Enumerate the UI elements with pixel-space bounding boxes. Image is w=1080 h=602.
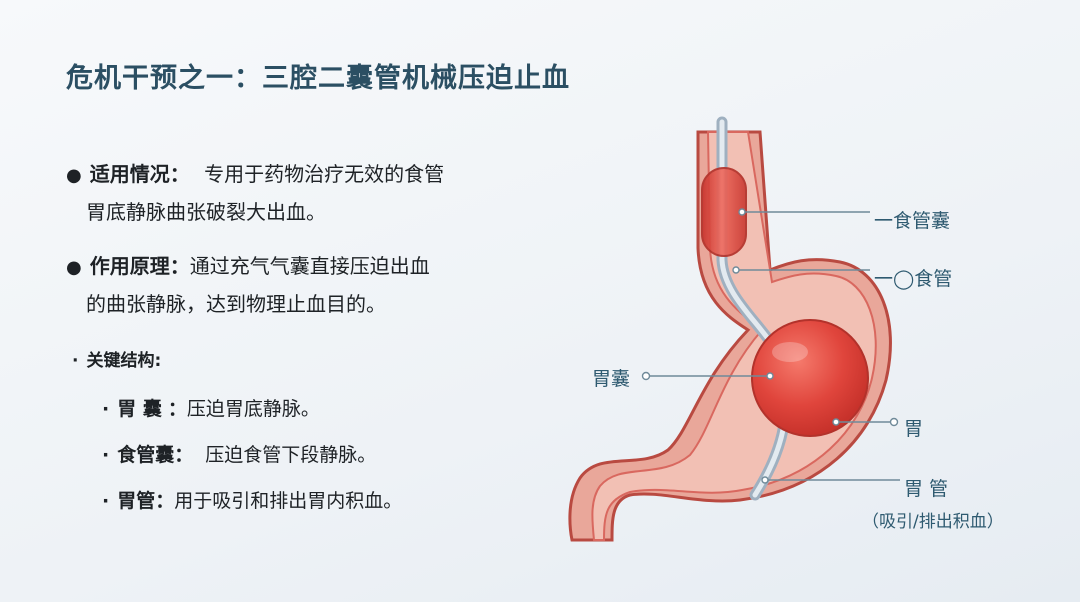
key-structures-heading: ·关键结构: <box>72 351 162 371</box>
structure-sep: ： <box>174 444 194 466</box>
dot-icon: · <box>102 398 110 420</box>
label-esophageal-balloon: 一食管囊 <box>874 210 951 232</box>
leader-dot <box>761 476 769 484</box>
leader-dot <box>732 266 740 274</box>
label-gastric-tube: 胃 管 <box>904 478 949 500</box>
section-text: 的曲张静脉，达到物理止血目的。 <box>86 292 386 316</box>
structure-esophageal-balloon: · 食管囊： 压迫食管下段静脉。 <box>102 440 376 467</box>
leader-dot <box>738 208 746 216</box>
page-title: 危机干预之一：三腔二囊管机械压迫止血 <box>66 63 570 94</box>
leader-dot <box>641 371 651 381</box>
label-stomach: 胃 <box>904 418 924 440</box>
leader-dot <box>889 417 899 427</box>
dot-icon: · <box>102 490 110 512</box>
structure-gastric-balloon: · 胃 囊 ：压迫胃底静脉。 <box>102 394 320 421</box>
section-applicable: ● 适用情况： 专用于药物治疗无效的食管 胃底静脉曲张破裂大出血。 <box>66 156 444 231</box>
structure-name: 胃管 <box>117 490 156 512</box>
section-text: 专用于药物治疗无效的食管 <box>204 162 445 186</box>
dot-icon: · <box>102 444 110 466</box>
gastric-balloon <box>751 319 869 437</box>
structure-sep: ： <box>155 490 175 512</box>
label-gastric-tube-note: （吸引/排出积血） <box>862 512 1004 532</box>
structure-sep: ： <box>167 398 187 420</box>
structure-name: 胃 囊 <box>117 398 162 420</box>
structure-gastric-tube: · 胃管：用于吸引和排出胃内积血。 <box>102 486 402 513</box>
label-esophagus: 一◯食管 <box>874 268 953 290</box>
bullet-icon: ● <box>66 257 82 278</box>
structure-desc: 用于吸引和排出胃内积血。 <box>174 490 403 512</box>
structure-name: 食管囊 <box>117 444 175 466</box>
leader-dot <box>832 418 840 426</box>
section-label: 作用原理： <box>89 254 190 278</box>
section-label: 适用情况： <box>89 162 190 186</box>
label-gastric-balloon: 胃囊 <box>592 368 631 390</box>
section-text: 通过充气气囊直接压迫出血 <box>189 254 430 278</box>
stomach-inner-cavity <box>591 131 877 541</box>
section-principle: ● 作用原理：通过充气气囊直接压迫出血 的曲张静脉，达到物理止血目的。 <box>66 248 430 323</box>
section-text: 胃底静脉曲张破裂大出血。 <box>86 200 326 224</box>
structure-desc: 压迫胃底静脉。 <box>186 398 320 420</box>
bullet-icon: ● <box>66 165 82 186</box>
leader-dot <box>766 372 774 380</box>
gastric-balloon-shine <box>772 342 808 362</box>
dot-icon: · <box>72 351 79 371</box>
structure-desc: 压迫食管下段静脉。 <box>205 444 377 466</box>
